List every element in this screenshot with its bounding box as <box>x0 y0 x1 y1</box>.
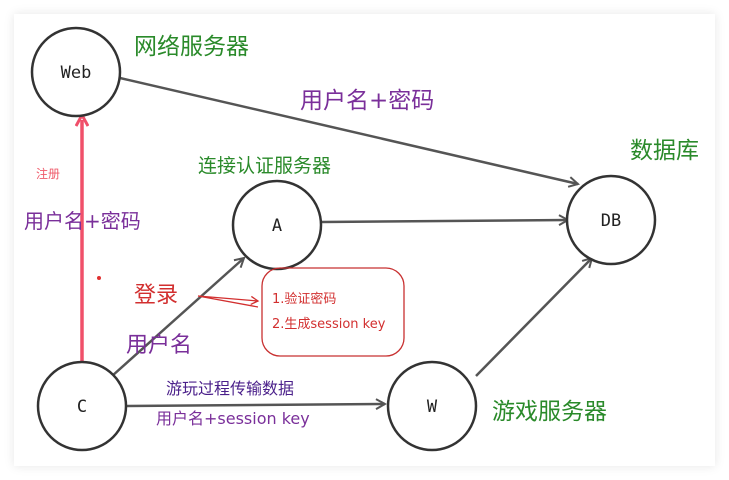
node-client-label: C <box>77 397 87 417</box>
label-web-db: 用户名+密码 <box>300 88 434 114</box>
edge-client-game <box>126 404 385 406</box>
edge-auth-db <box>321 220 568 222</box>
label-client-web: 用户名+密码 <box>24 209 141 233</box>
label-client-auth: 用户名 <box>126 333 192 358</box>
caption-web: 网络服务器 <box>134 34 249 60</box>
edge-client-auth <box>111 258 244 377</box>
node-auth-circle <box>231 179 323 271</box>
node-db-circle <box>565 174 657 266</box>
label-register: 注册 <box>36 166 60 181</box>
label-login: 登录 <box>134 283 178 308</box>
edge-web-db <box>119 76 578 184</box>
node-client-circle <box>36 360 128 452</box>
label-client-game-top: 游玩过程传输数据 <box>166 379 294 398</box>
login-step-2: 2.生成session key <box>272 317 386 332</box>
caption-db: 数据库 <box>630 138 699 164</box>
node-game-label: W <box>427 397 438 417</box>
node-web-circle <box>30 26 122 118</box>
node-db-label: DB <box>601 211 621 231</box>
node-auth-label: A <box>272 216 282 236</box>
caption-auth: 连接认证服务器 <box>198 155 331 177</box>
login-step-1: 1.验证密码 <box>272 291 336 307</box>
edge-game-db <box>475 258 592 377</box>
login-steps-box <box>261 267 405 357</box>
node-game-circle <box>386 360 478 452</box>
login-pointer-arrow <box>197 296 258 307</box>
stray-dot <box>97 276 101 280</box>
node-web-label: Web <box>61 63 92 83</box>
caption-game: 游戏服务器 <box>492 399 607 425</box>
label-client-game-bottom: 用户名+session key <box>156 409 310 428</box>
